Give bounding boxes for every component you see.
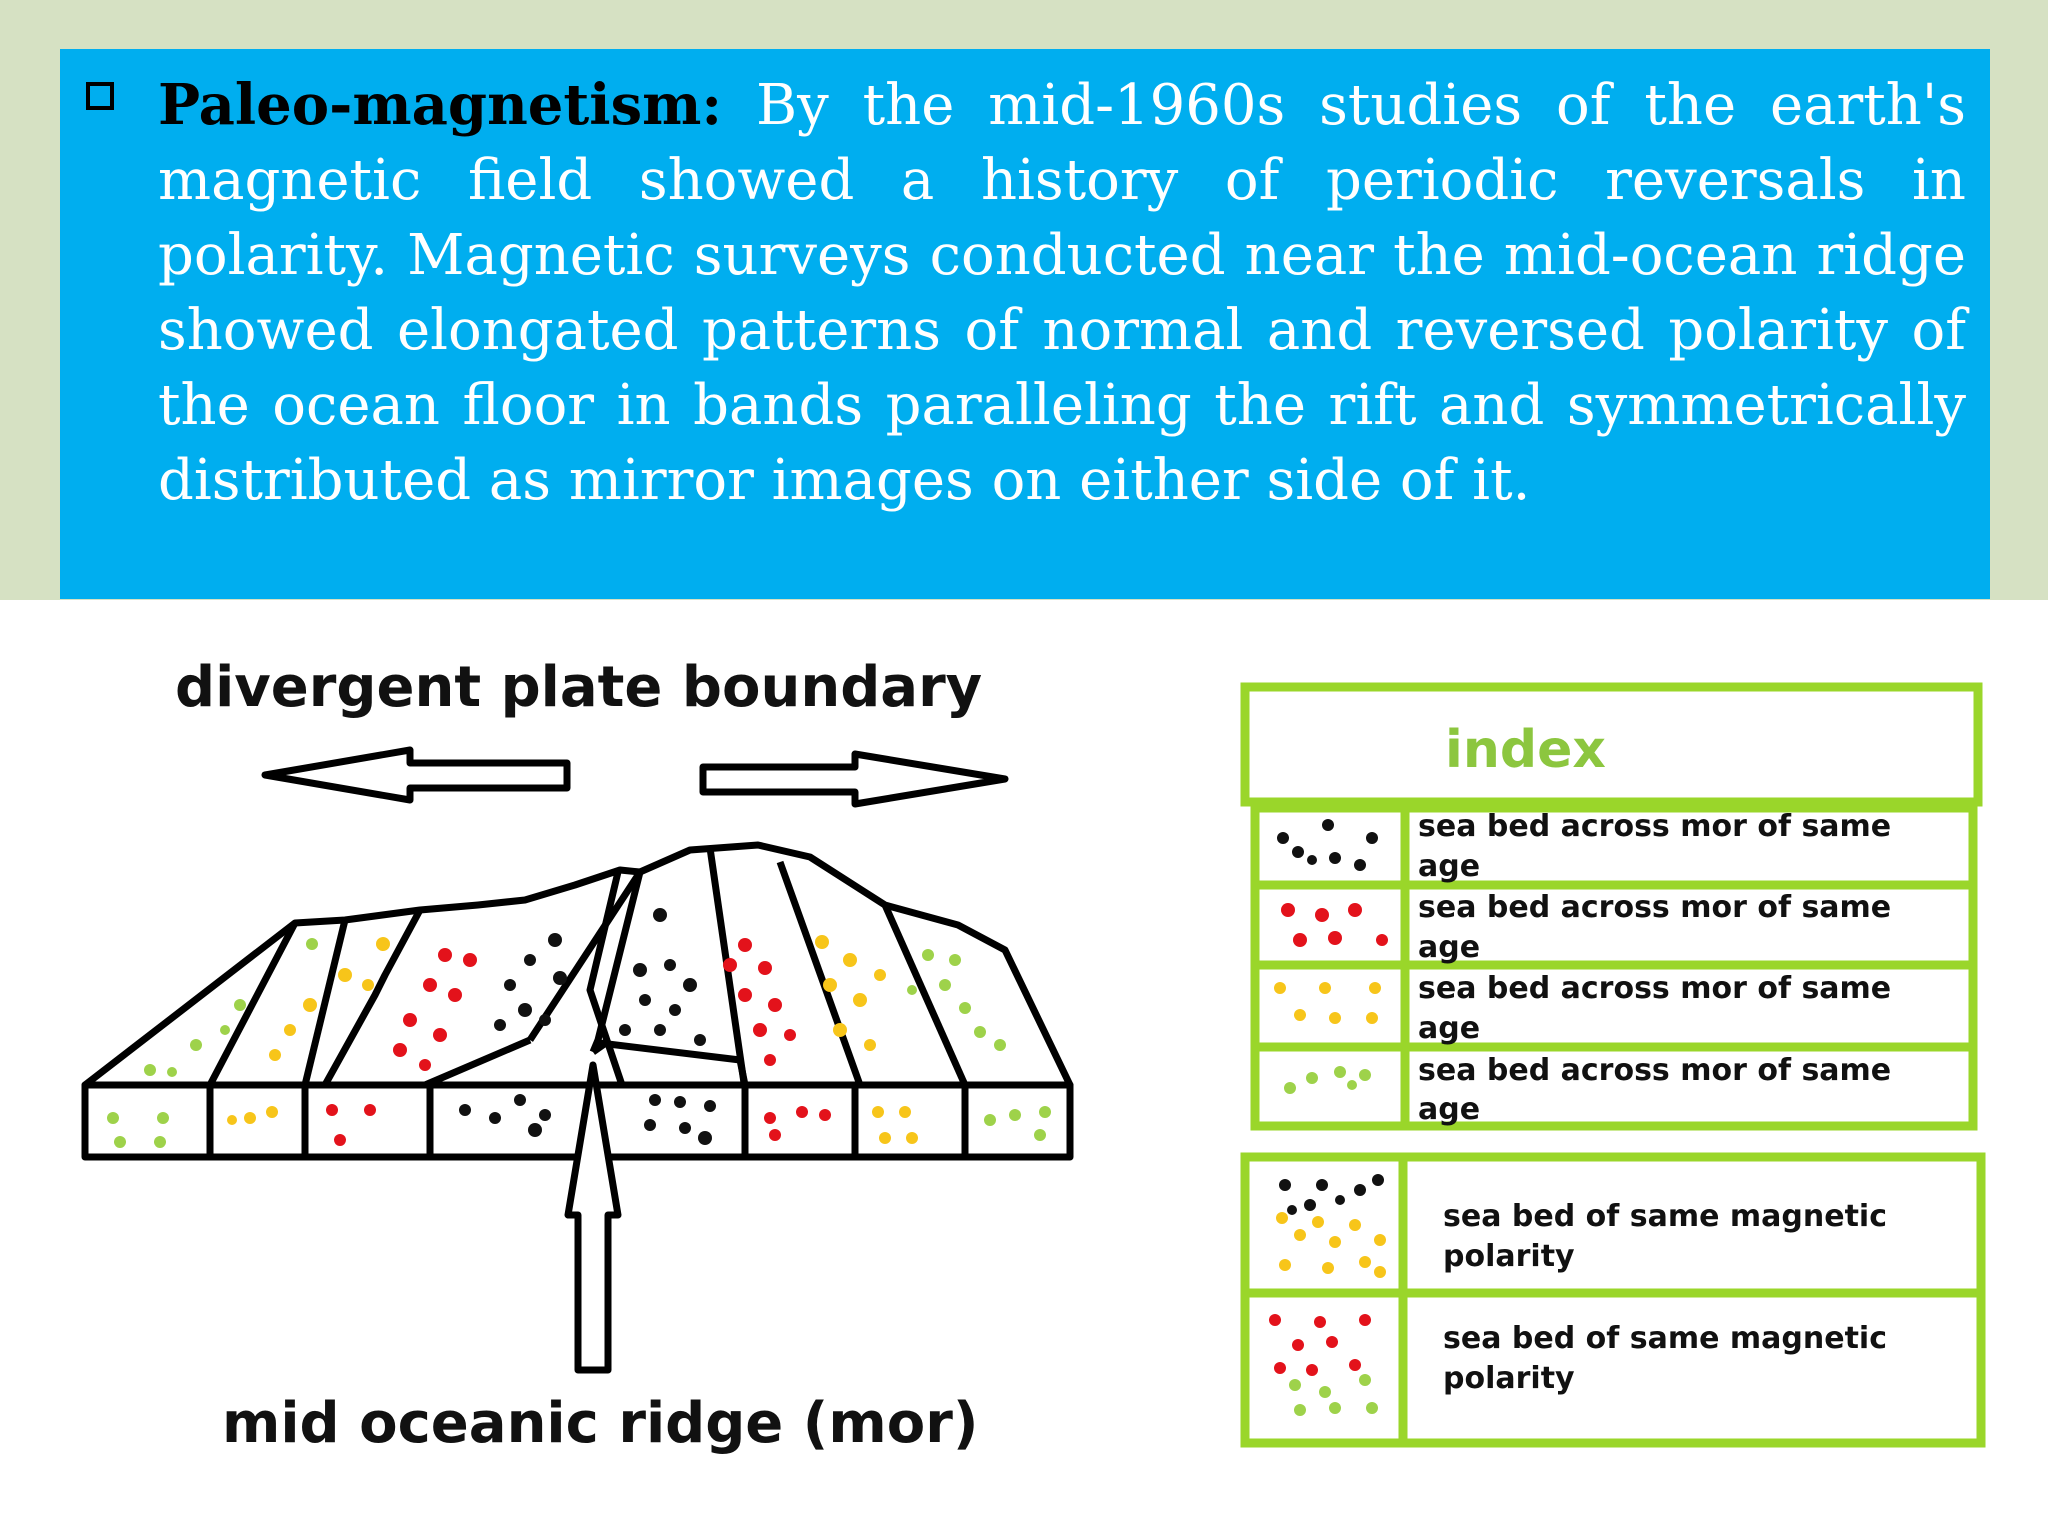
swatch-black: [1277, 819, 1378, 871]
index-title: index: [1445, 720, 1606, 780]
swatch-yellow: [1274, 982, 1381, 1024]
index-row-2-line1: sea bed across mor of same: [1418, 890, 1891, 925]
polarity-row-2-line2: polarity: [1443, 1361, 1575, 1396]
arrow-right-icon: [699, 750, 1009, 808]
diagram-bottom-label: mid oceanic ridge (mor): [222, 1391, 978, 1456]
index-legend: index sea bed across mor of same age sea…: [1240, 682, 1986, 1448]
swatch-red: [1281, 903, 1388, 947]
index-row-4-line1: sea bed across mor of same: [1418, 1053, 1891, 1088]
index-row-4-line2: age: [1418, 1092, 1480, 1127]
checkbox-bullet-icon: [86, 82, 114, 110]
polarity-row-2-line1: sea bed of same magnetic: [1443, 1321, 1887, 1356]
swatch-green: [1284, 1066, 1371, 1094]
index-row-1-line2: age: [1418, 849, 1480, 884]
arrow-left-icon: [261, 746, 571, 804]
text-box: [60, 49, 1990, 599]
index-row-3-line2: age: [1418, 1011, 1480, 1046]
swatch-black-yellow: [1276, 1174, 1386, 1278]
paragraph: Paleo-magnetism: By the mid-1960s studie…: [158, 68, 1966, 518]
polarity-row-1-line1: sea bed of same magnetic: [1443, 1199, 1887, 1234]
term-heading: Paleo-magnetism:: [158, 72, 723, 138]
diagram-top-label: divergent plate boundary: [175, 655, 982, 720]
ridge-dots: [107, 908, 1051, 1148]
index-row-3-line1: sea bed across mor of same: [1418, 971, 1891, 1006]
arrow-up-icon: [564, 1061, 622, 1374]
paragraph-body: By the mid-1960s studies of the earth's …: [158, 73, 1966, 513]
polarity-row-1-line2: polarity: [1443, 1239, 1575, 1274]
ridge-diagram: divergent plate boundary: [81, 655, 1986, 1456]
ridge-block: [81, 841, 1074, 1161]
index-row-1-line1: sea bed across mor of same: [1418, 809, 1891, 844]
index-row-2-line2: age: [1418, 930, 1480, 965]
swatch-red-green: [1269, 1314, 1378, 1416]
